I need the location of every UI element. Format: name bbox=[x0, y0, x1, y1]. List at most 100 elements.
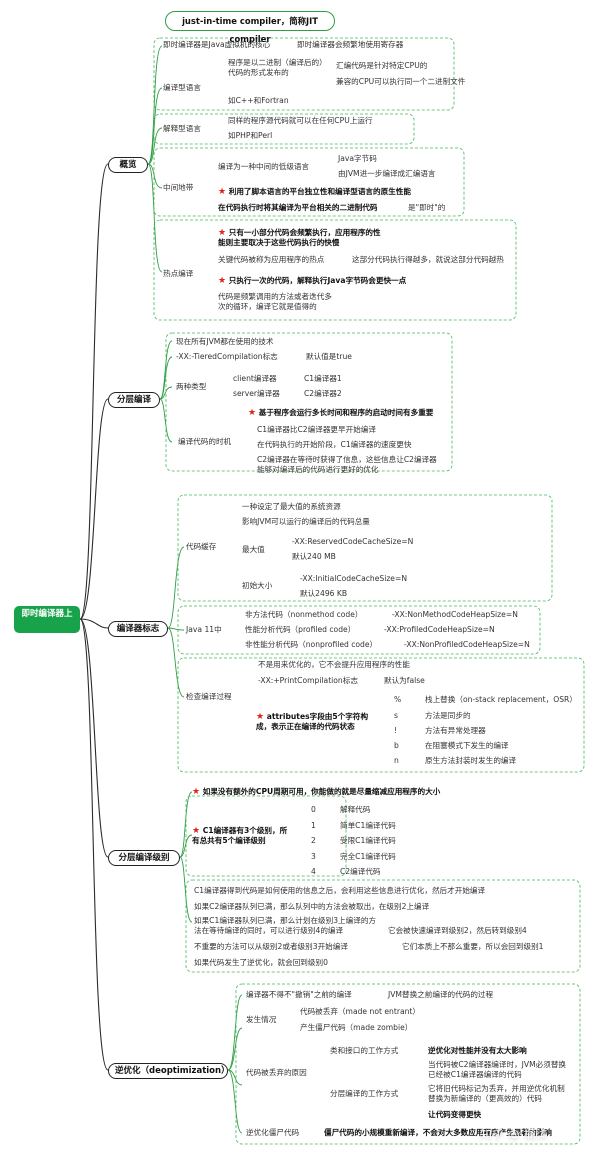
b4-p1: C1编译器得到代码是如何使用的信息之后，会利用这些信息进行优化，然后才开始编译 bbox=[194, 886, 486, 895]
b1-core: 即时编译器是Java虚拟机的核心 bbox=[163, 40, 271, 49]
b2-t3: C2编译器在等待时获得了信息，这些信息让C2编译器能够对编译后的代码进行更好的优… bbox=[257, 455, 437, 474]
b1-interp-desc: 同样的程序源代码就可以在任何CPU上运行 bbox=[228, 116, 373, 125]
b3-a4: b bbox=[394, 741, 399, 750]
b1-middle-label: 中间地带 bbox=[163, 183, 194, 192]
b5-r1b: JVM替换之前编译的代码的过程 bbox=[388, 990, 494, 999]
b3-j1: 非方法代码（nonmethod code） bbox=[245, 610, 363, 619]
b1-middle-star: ★ 利用了脚本语言的平台独立性和编译型语言的原生性能 bbox=[218, 187, 411, 197]
b2-tech: 现在所有JVM都在使用的技术 bbox=[176, 337, 274, 346]
b3-k2-default: 默认为false bbox=[384, 676, 425, 685]
b2-flag-default: 默认值是true bbox=[306, 352, 352, 361]
jit-callout: just-in-time compiler，简称JIT compiler bbox=[165, 11, 335, 44]
b3-max: 最大值 bbox=[242, 545, 265, 554]
b3-init-flag: -XX:InitialCodeCacheSize=N bbox=[300, 574, 408, 583]
b3-cache: 代码缓存 bbox=[186, 542, 217, 551]
b2-star: ★ 基于程序会运行多长时间和程序的启动时间有多重要 bbox=[248, 408, 434, 418]
section-frames bbox=[153, 37, 585, 1145]
b3-a1: % bbox=[394, 695, 402, 704]
b3-a5: n bbox=[394, 756, 399, 765]
b4-v1-desc: 简单C1编译代码 bbox=[340, 821, 396, 830]
b1-interp-label: 解释型语言 bbox=[163, 124, 201, 133]
b2-t2: 在代码执行的开始阶段，C1编译器的速度更快 bbox=[257, 440, 412, 449]
b5-tier-d2: 它将旧代码标记为丢弃，并用逆优化机制替换为新编译的（更高效的）代码 bbox=[428, 1084, 565, 1103]
b5-r1: 编译器不得不"撤销"之前的编译 bbox=[246, 990, 352, 999]
b4-v4-desc: C2编译代码 bbox=[340, 867, 381, 876]
root-node: 即时编译器上 bbox=[14, 606, 80, 633]
b3-a3: ! bbox=[394, 726, 398, 735]
b3-check: 检查编译过程 bbox=[186, 692, 232, 701]
b2-server: server编译器 bbox=[233, 389, 280, 398]
b4-v0-desc: 解释代码 bbox=[340, 805, 371, 814]
b2-c2: C2编译器2 bbox=[304, 389, 342, 398]
branch-flags: 编译器标志 bbox=[108, 621, 168, 637]
b3-j3-flag: -XX:NonProfiledCodeHeapSize=N bbox=[404, 640, 530, 649]
b3-k1: 不是用来优化的，它不会提升应用程序的性能 bbox=[258, 660, 410, 669]
b1-hot-often: 代码是频繁调用的方法或者迭代多次的循环，编译它就是值得的 bbox=[218, 292, 332, 311]
b5-cls-desc: 逆优化对性能并没有太大影响 bbox=[428, 1046, 527, 1055]
b3-a2: s bbox=[394, 711, 398, 720]
b4-v2: 2 bbox=[311, 836, 316, 845]
b1-compiled-d1: 汇编代码是针对特定CPU的 bbox=[336, 61, 428, 70]
b1-register: 即时编译器会频繁地使用寄存器 bbox=[297, 40, 404, 49]
b1-middle-d2: 由JVM进一步编译成汇编语言 bbox=[338, 169, 436, 178]
b5-cls: 类和接口的工作方式 bbox=[330, 1046, 399, 1055]
b3-a4-desc: 在阻塞模式下发生的编译 bbox=[425, 741, 509, 750]
b3-j3: 非性能分析代码（nonprofiled code） bbox=[245, 640, 378, 649]
b3-init: 初始大小 bbox=[242, 581, 273, 590]
b2-flag: -XX:-TieredCompilation标志 bbox=[176, 352, 278, 361]
b3-a5-desc: 原生方法封装时发生的编译 bbox=[425, 756, 517, 765]
b3-a1-desc: 栈上替换（on-stack replacement，OSR） bbox=[425, 695, 577, 704]
b4-p3: 如果C1编译器队列已满，那么计划在级别3上编译的方法在等待编译的同时，可以进行级… bbox=[194, 916, 377, 935]
b4-star2: ★ C1编译器有3个级别，所有总共有5个编译级别 bbox=[192, 826, 288, 845]
b4-v4: 4 bbox=[311, 867, 316, 876]
b5-tier: 分层编译的工作方式 bbox=[330, 1089, 399, 1098]
b1-hot-label: 热点编译 bbox=[163, 269, 194, 278]
watermark: 知乎 @ 桶柒 bbox=[480, 1128, 548, 1142]
b4-v2-desc: 受限C1编译代码 bbox=[340, 836, 396, 845]
b4-p4: 不重要的方法可以从级别2或者级别3开始编译 bbox=[194, 942, 348, 951]
b5-reason: 代码被丢弃的原因 bbox=[246, 1068, 307, 1077]
b5-tier-d1: 当代码被C2编译器编译时，JVM必须替换已经被C1编译器编译的代码 bbox=[428, 1060, 567, 1079]
b3-cache-b: 影响JVM可以运行的编译后的代码总量 bbox=[242, 517, 370, 526]
b5-h2: 产生僵尸代码（made zombie） bbox=[300, 1023, 413, 1032]
b1-compiled-desc: 程序是以二进制（编译后的）代码的形式发布的 bbox=[228, 58, 327, 77]
branch-levels: 分层编译级别 bbox=[108, 850, 180, 866]
b1-middle-jit: 是"即时"的 bbox=[408, 203, 446, 212]
branch-deopt: 逆优化（deoptimization） bbox=[108, 1063, 230, 1079]
b4-v0: 0 bbox=[311, 805, 316, 814]
b1-hot-star2: ★ 只执行一次的代码，解释执行Java字节码会更快一点 bbox=[218, 276, 407, 286]
b3-cache-a: 一种设定了最大值的系统资源 bbox=[242, 502, 341, 511]
branch-tiered: 分层编译 bbox=[108, 392, 160, 408]
b5-zombie: 逆优化僵尸代码 bbox=[246, 1128, 300, 1137]
b2-c1: C1编译器1 bbox=[304, 374, 342, 383]
b1-hot-star1: ★ 只有一小部分代码会频繁执行，应用程序的性能则主要取决于这些代码执行的快慢 bbox=[218, 228, 381, 247]
b3-max-default: 默认240 MB bbox=[292, 552, 336, 561]
b3-a3-desc: 方法有异常处理器 bbox=[425, 726, 486, 735]
b4-v1: 1 bbox=[311, 821, 316, 830]
b5-happen: 发生情况 bbox=[246, 1015, 277, 1024]
b3-k2: -XX:+PrintCompilation标志 bbox=[258, 676, 358, 685]
b1-hot-key-desc: 这部分代码执行得越多，就说这部分代码越热 bbox=[352, 255, 504, 264]
b2-t1: C1编译器比C2编译器更早开始编译 bbox=[257, 425, 376, 434]
b4-v3-desc: 完全C1编译代码 bbox=[340, 852, 396, 861]
branch-overview: 概览 bbox=[108, 157, 148, 173]
b4-p3b: 它会被快速编译到级别2，然后转到级别4 bbox=[388, 926, 527, 935]
b2-timing: 编译代码的时机 bbox=[178, 437, 232, 446]
b1-middle-d1: Java字节码 bbox=[338, 154, 377, 163]
b5-zombie-desc: 僵尸代码的小规模重新编译，不会对大多数应用程序产生显著的影响 bbox=[324, 1128, 552, 1137]
b4-v3: 3 bbox=[311, 852, 316, 861]
b3-init-default: 默认2496 KB bbox=[300, 589, 348, 598]
b3-j2-flag: -XX:ProfiledCodeHeapSize=N bbox=[384, 625, 495, 634]
b4-p2: 如果C2编译器队列已满，那么队列中的方法会被取出，在级别2上编译 bbox=[194, 902, 430, 911]
b3-j1-flag: -XX:NonMethodCodeHeapSize=N bbox=[392, 610, 518, 619]
b1-compiled-d2: 兼容的CPU可以执行同一个二进制文件 bbox=[336, 77, 466, 86]
root-links bbox=[79, 163, 109, 1071]
b1-middle-desc: 编译为一种中间的低级语言 bbox=[218, 162, 310, 171]
b1-compiled-ex: 如C++和Fortran bbox=[228, 96, 289, 105]
b5-tier-d3: 让代码变得更快 bbox=[428, 1110, 482, 1119]
b4-p5: 如果代码发生了逆优化，就会回到级别0 bbox=[194, 958, 328, 967]
b3-j2: 性能分析代码（profiled code） bbox=[245, 625, 356, 634]
b3-java11: Java 11中 bbox=[186, 625, 222, 634]
b3-max-flag: -XX:ReservedCodeCacheSize=N bbox=[292, 537, 414, 546]
